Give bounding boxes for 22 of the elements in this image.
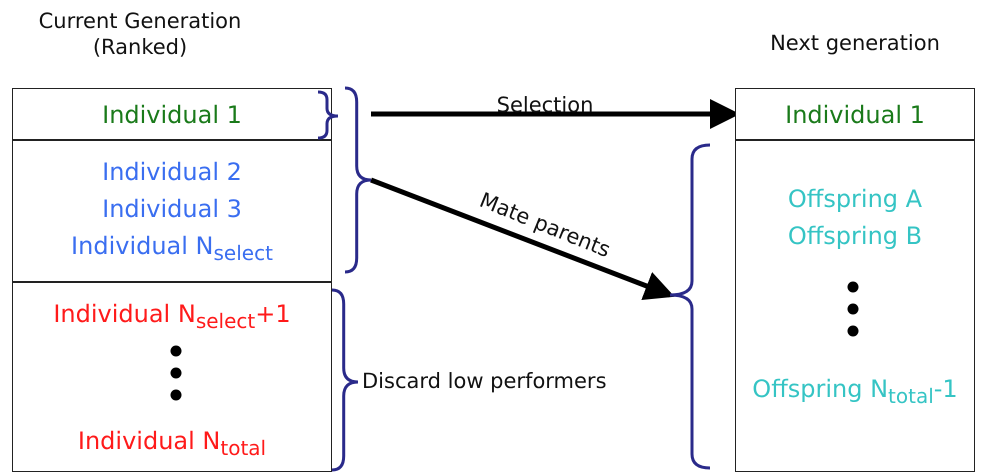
individual-label: Individual 2 bbox=[101, 159, 243, 186]
generation-box bbox=[12, 140, 332, 282]
individual-label: Offspring B bbox=[786, 223, 924, 250]
individual-label: Offspring A bbox=[786, 186, 924, 212]
column-heading: Next generation bbox=[769, 30, 941, 56]
brace-label: Discard low performers bbox=[362, 368, 608, 394]
generation-box bbox=[12, 88, 332, 140]
individual-label: Individual N$_{select}$ bbox=[70, 233, 274, 264]
individual-label: Individual 1 bbox=[784, 102, 926, 128]
individual-label: Offspring N$_{total}$-1 bbox=[751, 376, 959, 407]
individual-label: Individual 3 bbox=[101, 196, 243, 222]
column-heading: Current Generation (Ranked) bbox=[38, 8, 242, 60]
arrow bbox=[370, 178, 675, 300]
generation-box bbox=[735, 88, 975, 140]
generation-box bbox=[12, 282, 332, 472]
curly-brace bbox=[345, 88, 371, 272]
individual-label: Individual N$_{select}$+1 bbox=[52, 301, 292, 332]
individual-label: Individual N$_{total}$ bbox=[76, 428, 268, 459]
generation-box bbox=[735, 140, 975, 472]
individual-label: Individual 1 bbox=[101, 102, 243, 128]
edge-label: Selection bbox=[496, 92, 594, 118]
curly-brace bbox=[670, 145, 710, 468]
